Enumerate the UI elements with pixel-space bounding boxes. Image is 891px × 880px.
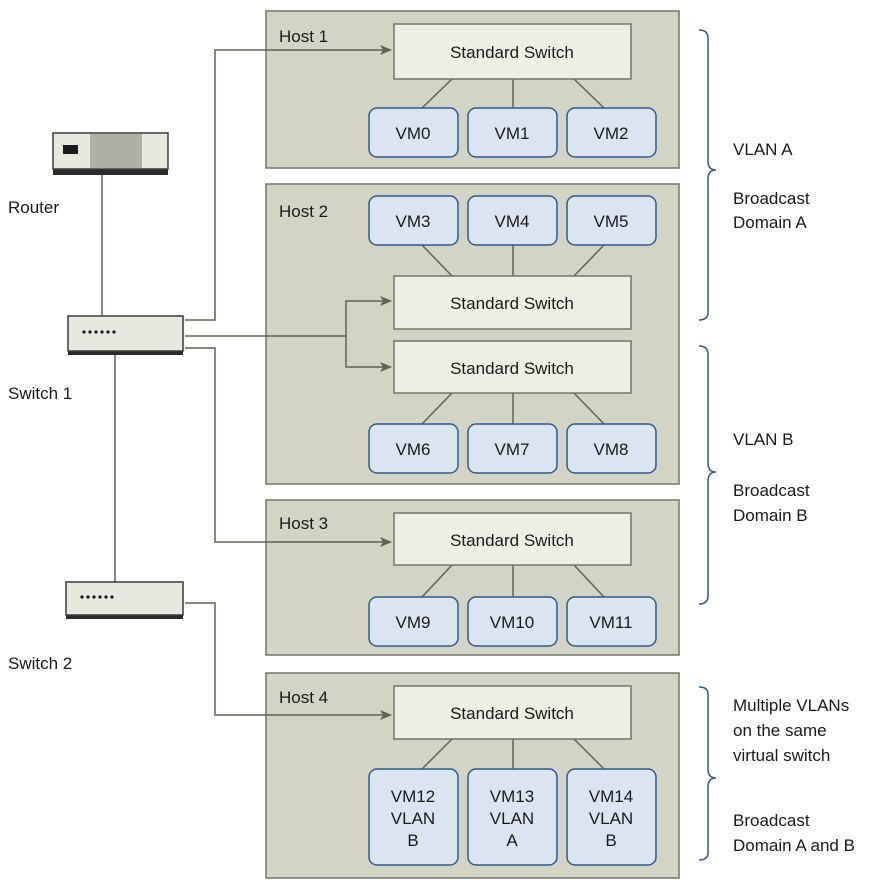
vm-switch-links	[421, 78, 605, 770]
switch-label: Standard Switch	[450, 359, 574, 378]
router-label: Router	[8, 198, 59, 217]
brace-vlan-b	[698, 345, 717, 605]
vm-14-label-line3: B	[605, 831, 616, 850]
vm-9	[368, 596, 459, 647]
vm-6-label: VM6	[396, 440, 431, 459]
vm-1-label: VM1	[495, 124, 530, 143]
vm-13-label-line3: A	[506, 831, 518, 850]
brace-vlan-a	[698, 29, 717, 321]
router-device	[52, 132, 169, 175]
multi-vlan-line2: on the same	[733, 721, 827, 740]
vm-6	[368, 423, 459, 474]
multi-vlan-line1: Multiple VLANs	[733, 696, 849, 715]
host-4-label: Host 4	[279, 688, 328, 707]
switch-label: Standard Switch	[450, 531, 574, 550]
vm-8-label: VM8	[594, 440, 629, 459]
vm-14	[566, 768, 657, 866]
vm-11-label: VM11	[589, 613, 632, 632]
switch-label: Standard Switch	[450, 294, 574, 313]
vm-3-label: VM3	[396, 212, 431, 231]
vm-13-label-line1: VM13	[490, 787, 534, 806]
broadcast-domain-b-line2: Domain B	[733, 506, 808, 525]
vm-14-label-line2: VLAN	[589, 809, 633, 828]
switch-2-device	[65, 581, 184, 619]
host-2-label: Host 2	[279, 202, 328, 221]
standard-switch-host-3: Standard Switch	[393, 512, 632, 566]
broadcast-domain-b-line1: Broadcast	[733, 481, 810, 500]
vm-12	[368, 768, 459, 866]
standard-switch-host-2-a: Standard Switch	[393, 275, 632, 330]
switch-label: Standard Switch	[450, 43, 574, 62]
router-front-panel	[90, 134, 142, 168]
vm-14-label-line1: VM14	[589, 787, 633, 806]
vm-0	[368, 107, 459, 158]
vm-2-label: VM2	[594, 124, 629, 143]
brace-multi-vlan	[698, 686, 717, 861]
vm-13-label-line2: VLAN	[490, 809, 534, 828]
vm-8	[566, 423, 657, 474]
switch-1-device	[67, 315, 184, 355]
vm-11	[566, 596, 657, 647]
vlan-a-label: VLAN A	[733, 140, 793, 159]
vm-12-label-line3: B	[407, 831, 418, 850]
switch-2-ports-icon	[80, 595, 114, 599]
standard-switch-host-2-b: Standard Switch	[393, 340, 632, 394]
host-1-label: Host 1	[279, 27, 328, 46]
switch-1-label: Switch 1	[8, 384, 72, 403]
vm-12-label-line2: VLAN	[391, 809, 435, 828]
switch-label: Standard Switch	[450, 704, 574, 723]
switch-1-ports-icon	[82, 330, 116, 334]
vm-7-label: VM7	[495, 440, 530, 459]
broadcast-domain-ab-line2: Domain A and B	[733, 836, 855, 855]
vm-1	[467, 107, 558, 158]
vm-7	[467, 423, 558, 474]
vm-10-label: VM10	[490, 613, 534, 632]
standard-switch-host-1: Standard Switch	[393, 23, 632, 80]
vm-0-label: VM0	[396, 124, 431, 143]
vm-4	[467, 195, 558, 246]
broadcast-domain-ab-line1: Broadcast	[733, 811, 810, 830]
multi-vlan-line3: virtual switch	[733, 746, 830, 765]
host-3-label: Host 3	[279, 514, 328, 533]
vm-2	[566, 107, 657, 158]
vm-12-label-line1: VM12	[391, 787, 435, 806]
standard-switch-host-4: Standard Switch	[393, 685, 632, 740]
vm-3	[368, 195, 459, 246]
broadcast-domain-a-line1: Broadcast	[733, 189, 810, 208]
router-port-icon	[63, 145, 78, 154]
vlan-b-label: VLAN B	[733, 430, 793, 449]
vm-5-label: VM5	[594, 212, 629, 231]
broadcast-domain-a-line2: Domain A	[733, 213, 807, 232]
physical-cables	[101, 45, 392, 720]
vm-9-label: VM9	[396, 613, 431, 632]
vm-4-label: VM4	[495, 212, 530, 231]
vm-13	[467, 768, 558, 866]
switch-2-label: Switch 2	[8, 654, 72, 673]
vm-10	[467, 596, 558, 647]
vm-5	[566, 195, 657, 246]
